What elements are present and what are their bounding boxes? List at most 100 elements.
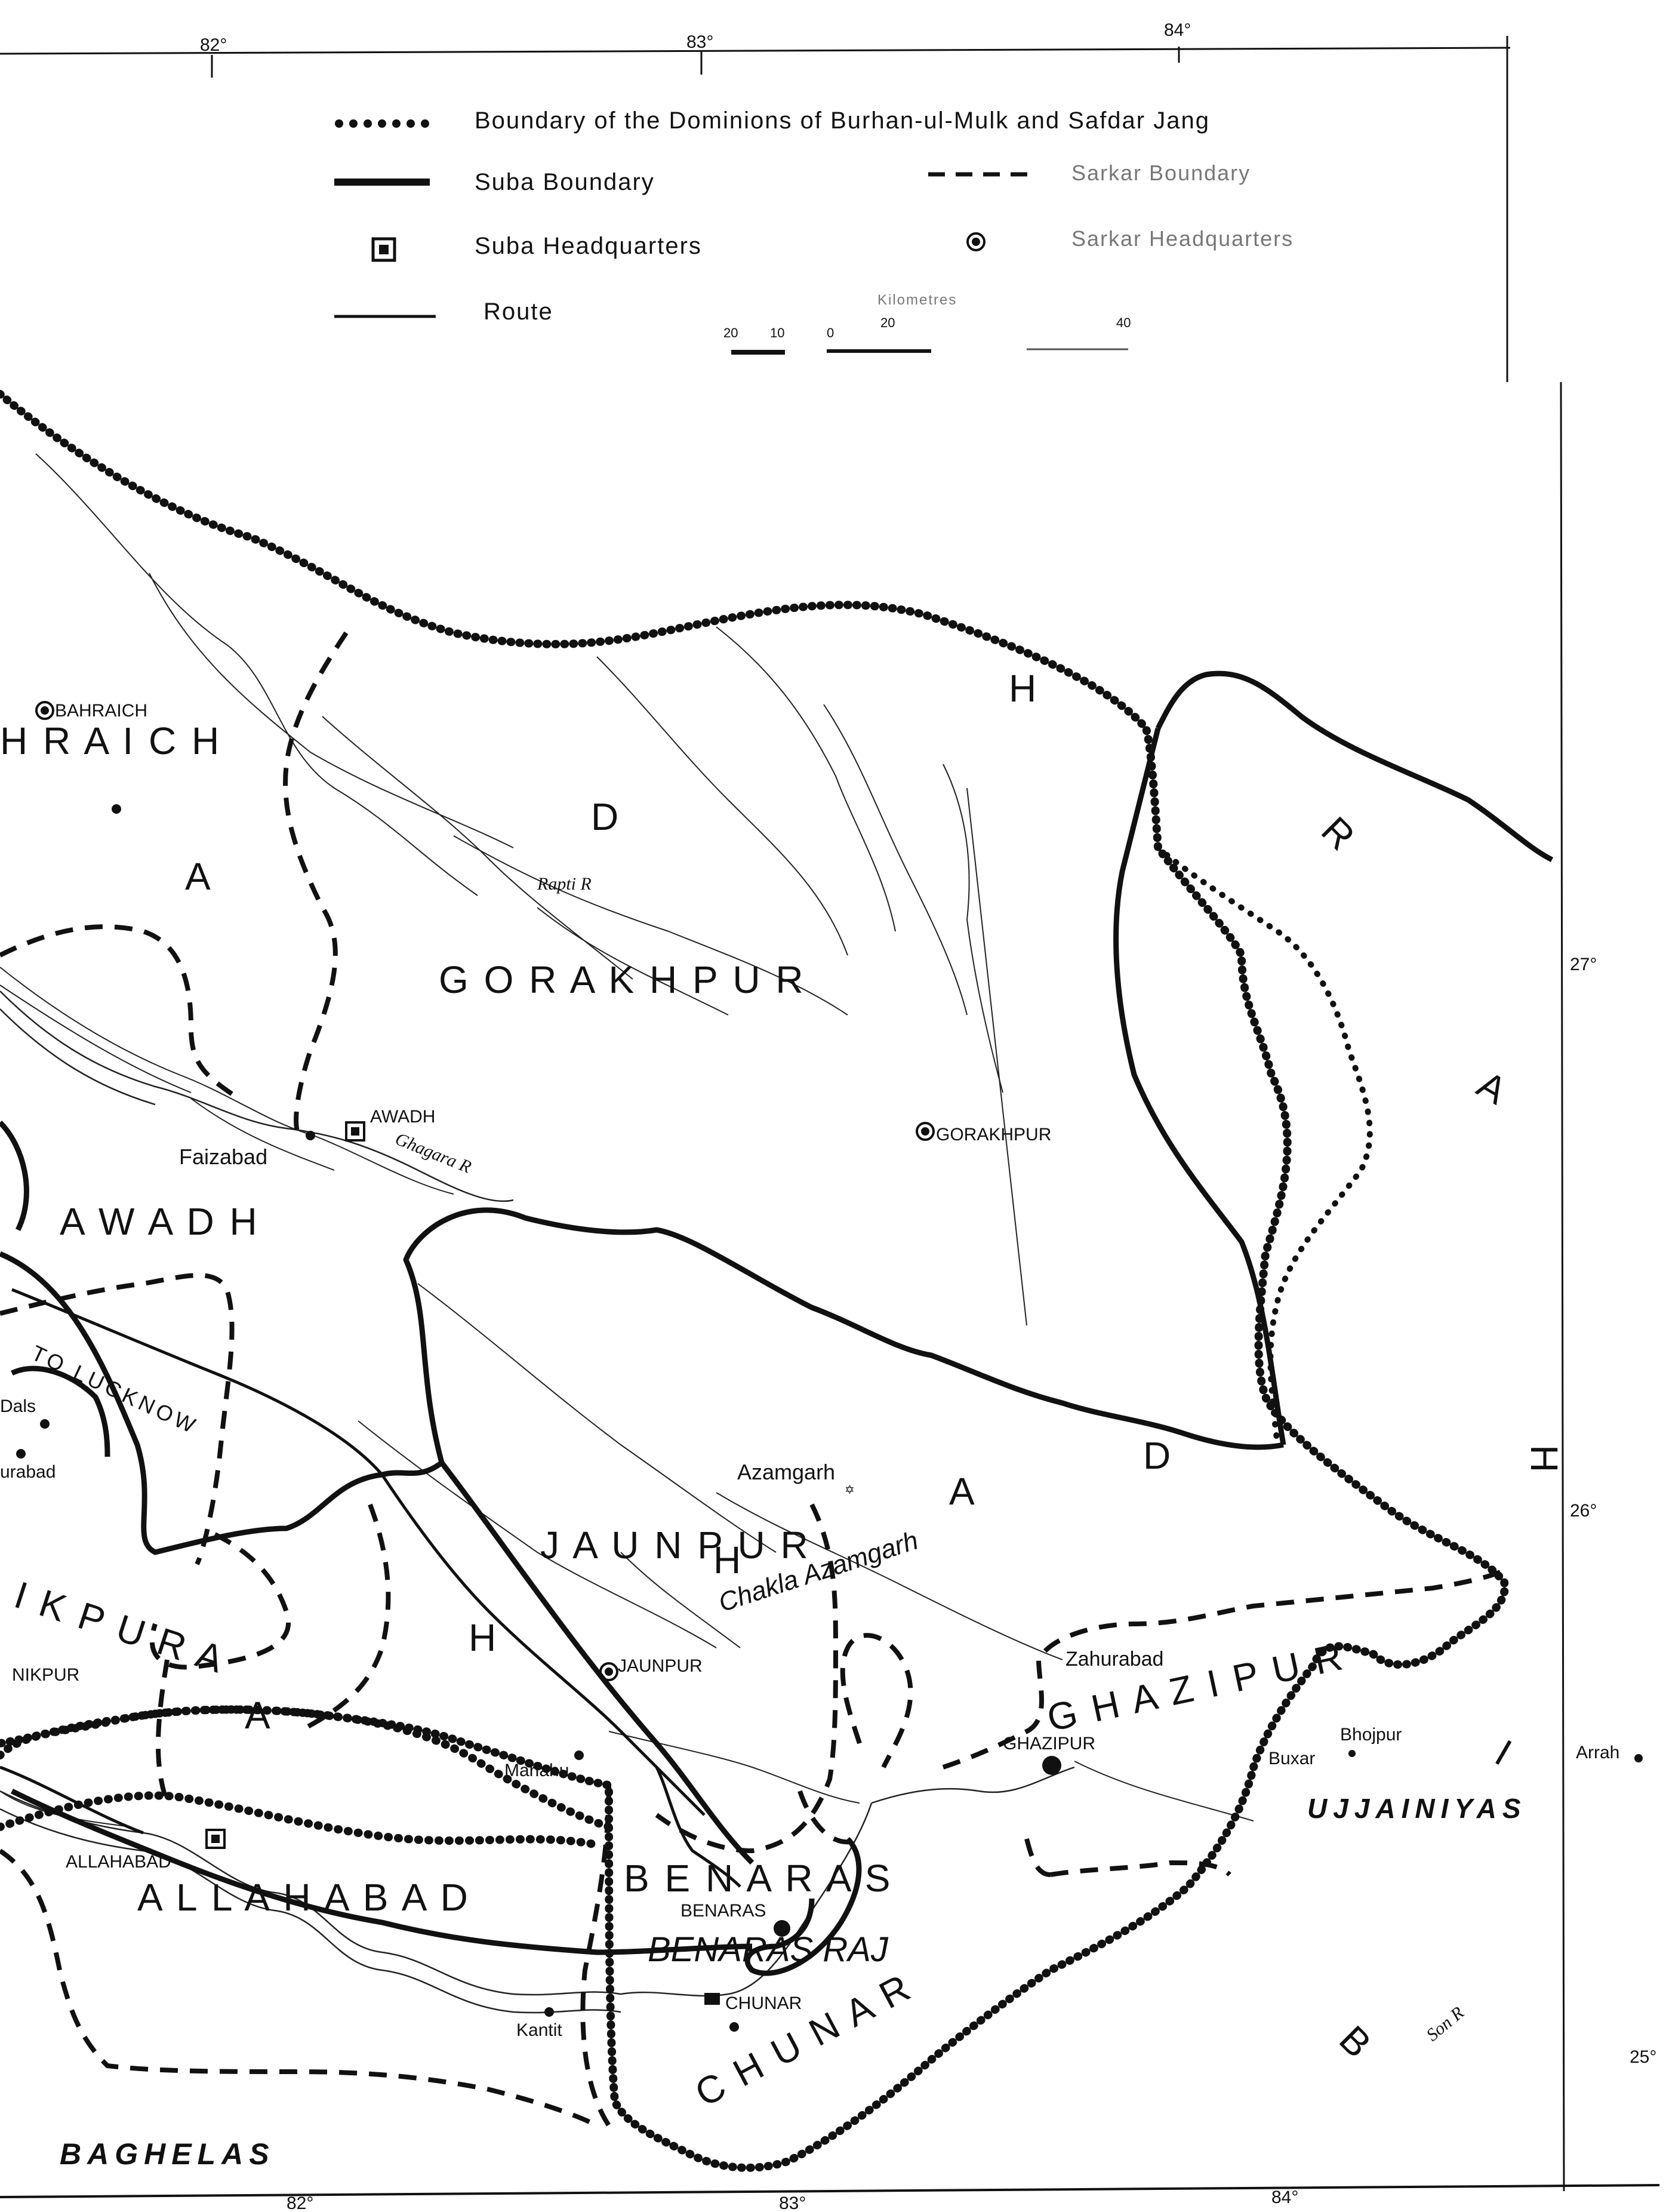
graticule-bottom-83: 83°: [779, 2193, 806, 2212]
region-letter-awadh-h: H: [469, 1616, 498, 1659]
legend-route-label: Route: [484, 299, 553, 325]
legend-suba-hq-symbol: [371, 237, 396, 262]
place-nawabganj: urabad: [0, 1449, 56, 1482]
region-letter-bihar-a: A: [1470, 1063, 1516, 1114]
place-arrah: Arrah: [1576, 1743, 1643, 1762]
place-ghazipur-label: GHAZIPUR: [1003, 1734, 1095, 1753]
region-chunar: C H U N A R: [688, 1965, 919, 2115]
legend-scale-title: Kilometres: [877, 292, 957, 308]
graticule-bottom-84: 84°: [1271, 2188, 1298, 2207]
place-zahurabad-label: Zahurabad: [1065, 1648, 1163, 1670]
place-allahabad-label: ALLAHABAD: [66, 1852, 171, 1872]
place-azamgarh-label: Azamgarh: [737, 1460, 835, 1484]
place-nawabganj-label: urabad: [0, 1462, 56, 1482]
sarkar-boundaries: [0, 631, 1505, 2128]
place-allahabad: ALLAHABAD: [66, 1829, 226, 1872]
territory-labels: UJJAINIYAS BAGHELAS: [60, 1793, 1527, 2171]
legend-sarkar-hq-label: Sarkar Headquarters: [1071, 226, 1294, 251]
place-bahraich-label: BAHRAICH: [55, 701, 147, 721]
place-unnamed-north: [112, 804, 121, 814]
region-letter-bihar-i: I: [1488, 1731, 1521, 1775]
place-mariahu-label: Mariahu: [504, 1761, 569, 1780]
legend-dominion-symbol: [335, 119, 429, 128]
graticule-bottom-82: 82°: [287, 2193, 313, 2212]
place-manikpur-label: NIKPUR: [12, 1665, 79, 1685]
place-bhojpur-label: Bhojpur: [1340, 1725, 1402, 1745]
place-buxar: Buxar: [1268, 1749, 1356, 1768]
region-awadh: A W A D H: [60, 1200, 260, 1243]
region-letter-east-a: A: [949, 1470, 977, 1513]
label-to-lucknow: TO LUCKNOW: [28, 1340, 202, 1439]
region-letter-awadh-d: D: [591, 795, 621, 838]
place-jaunpur: JAUNPUR: [599, 1656, 703, 1681]
label-ujjainiyas: UJJAINIYAS: [1307, 1793, 1527, 1824]
region-gorakhpur: G O R A K H P U R: [439, 958, 806, 1001]
place-chunar: CHUNAR: [704, 1993, 802, 2013]
place-chunar-label: CHUNAR: [725, 1993, 802, 2013]
place-faizabad-label: Faizabad: [179, 1145, 267, 1169]
graticule-top-82: 82°: [200, 35, 227, 55]
legend-suba-boundary-label: Suba Boundary: [475, 169, 655, 195]
graticule-top-83: 83°: [686, 32, 713, 52]
place-dalmau: Dals: [0, 1396, 50, 1429]
place-awadh: AWADH: [345, 1107, 435, 1142]
graticule-top-84: 84°: [1164, 20, 1191, 40]
legend-scale-bar: Kilometres 20 10 0 20 40: [723, 292, 1131, 355]
place-kantit-label: Kantit: [516, 2020, 562, 2040]
region-benaras: B E N A R A S: [624, 1857, 892, 1900]
legend-sarkar-hq-symbol: [966, 232, 986, 251]
label-rapti: Rapti R: [537, 874, 592, 894]
graticule: 82° 83° 84° 82° 83° 84° 27° 26° 25°: [200, 20, 1656, 2212]
legend-suba-hq-label: Suba Headquarters: [475, 233, 702, 259]
dotted-boundary-east: [1155, 845, 1373, 1448]
region-jaunpur: J A U N P U R: [540, 1524, 811, 1567]
graticule-right-25: 25°: [1630, 2047, 1656, 2067]
region-benaras-raj: BENARAS RAJ: [648, 1930, 889, 1969]
place-zahurabad: Zahurabad: [1065, 1648, 1163, 1670]
legend-scale-tick-40: 40: [1116, 315, 1131, 330]
region-letter-awadh-a: A: [185, 855, 213, 898]
ganga-river: [0, 990, 1075, 2014]
svg-text:✡: ✡: [845, 1484, 855, 1497]
label-ghagara: Ghagara R: [392, 1129, 474, 1177]
legend-sarkar-boundary-label: Sarkar Boundary: [1071, 161, 1251, 185]
place-gorakhpur-label: GORAKHPUR: [936, 1125, 1051, 1145]
region-letter-east-h: H: [1009, 667, 1039, 710]
region-labels: H R A I C H G O R A K H P U R A W A D H …: [0, 667, 1566, 2115]
place-faizabad: Faizabad: [179, 1131, 315, 1169]
place-manikpur: NIKPUR: [12, 1665, 79, 1685]
region-letter-east-d: D: [1143, 1434, 1173, 1477]
river-labels: Rapti R Ghagara R Son R: [392, 874, 1467, 2045]
region-letter-bihar-h: H: [1523, 1445, 1566, 1475]
place-ghazipur: GHAZIPUR: [1003, 1734, 1095, 1775]
legend-scale-tick-20a: 20: [723, 325, 738, 340]
legend-dominion-label: Boundary of the Dominions of Burhan-ul-M…: [475, 107, 1210, 134]
place-buxar-label: Buxar: [1268, 1749, 1315, 1768]
suba-boundary: [0, 670, 1554, 1976]
routes: [0, 1288, 741, 1888]
place-bhojpur: Bhojpur: [1340, 1725, 1402, 1745]
place-awadh-label: AWADH: [370, 1107, 435, 1127]
dominion-boundary: [0, 390, 1509, 2172]
place-gorakhpur: GORAKHPUR: [916, 1122, 1051, 1145]
places: BAHRAICH AWADH Faizabad GORAKHPUR ✡ Azam…: [0, 701, 1643, 2040]
graticule-right-26: 26°: [1570, 1501, 1597, 1521]
place-benaras: BENARAS: [680, 1901, 790, 1937]
region-letter-bihar-r: R: [1313, 808, 1365, 860]
map-frame: [0, 36, 1660, 2198]
label-son: Son R: [1422, 2003, 1467, 2045]
place-jaunpur-label: JAUNPUR: [618, 1656, 703, 1676]
region-bahraich: H R A I C H: [0, 719, 221, 762]
place-benaras-label: BENARAS: [680, 1901, 766, 1921]
place-azamgarh: ✡ Azamgarh: [737, 1460, 855, 1497]
legend-scale-tick-0: 0: [827, 325, 834, 340]
map-legend: Boundary of the Dominions of Burhan-ul-M…: [334, 107, 1294, 355]
place-unnamed-chunar-south: [729, 2022, 739, 2032]
legend-scale-tick-10: 10: [770, 325, 784, 340]
region-letter-bihar-b: B: [1331, 2017, 1381, 2068]
region-letter-awadh-b: H: [713, 1539, 743, 1582]
rivers: [0, 453, 1254, 1828]
place-kantit: Kantit: [516, 2007, 562, 2040]
region-allahabad: A L L A H A B A D: [137, 1876, 470, 1919]
